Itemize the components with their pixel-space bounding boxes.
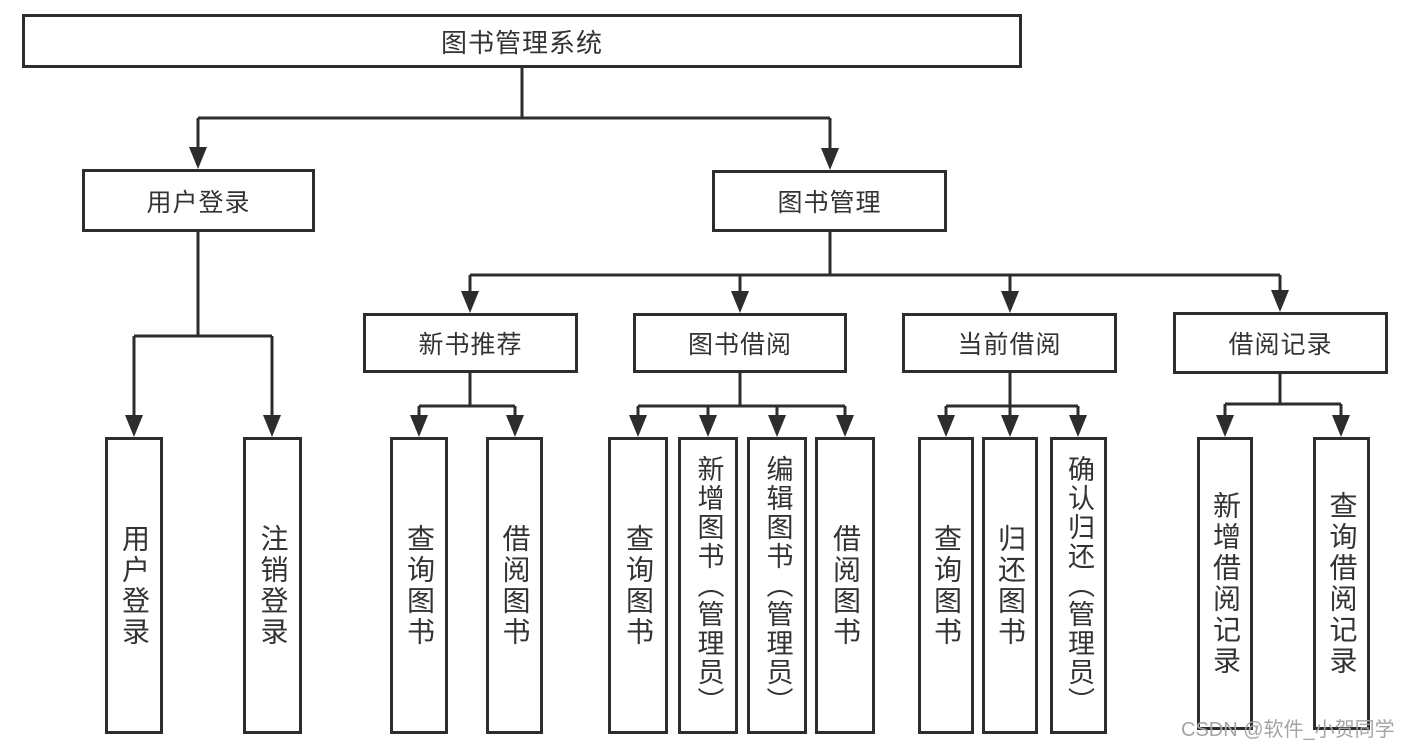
leaf-logout: 注销登录 <box>243 437 302 734</box>
leaf-borrow-books-recommend-label: 借阅图书 <box>499 523 531 648</box>
leaf-borrow-books: 借阅图书 <box>815 437 875 734</box>
leaf-query-books-current-label: 查询图书 <box>931 523 962 648</box>
csdn-watermark: CSDN @软件_小贺同学 <box>1181 719 1395 741</box>
leaf-return-books: 归还图书 <box>982 437 1038 734</box>
node-library-management-system: 图书管理系统 <box>22 14 1022 68</box>
leaf-add-borrow-record-label: 新增借阅记录 <box>1210 490 1241 677</box>
leaf-query-books-current: 查询图书 <box>918 437 974 734</box>
leaf-edit-books-admin-label: 编辑图书（管理员） <box>762 455 793 716</box>
leaf-logout-label: 注销登录 <box>257 523 289 648</box>
leaf-borrow-books-recommend: 借阅图书 <box>486 437 543 734</box>
leaf-user-login: 用户登录 <box>105 437 163 734</box>
leaf-query-books-recommend-label: 查询图书 <box>404 523 435 648</box>
leaf-borrow-books-label: 借阅图书 <box>830 523 861 648</box>
leaf-query-books-recommend: 查询图书 <box>390 437 448 734</box>
leaf-user-login-label: 用户登录 <box>119 523 150 648</box>
node-new-book-recommend: 新书推荐 <box>363 313 578 373</box>
leaf-query-borrow-record: 查询借阅记录 <box>1313 437 1370 730</box>
leaf-add-books-admin-label: 新增图书（管理员） <box>693 455 724 716</box>
node-current-borrow: 当前借阅 <box>902 313 1117 373</box>
leaf-confirm-return-admin-label: 确认归还（管理员） <box>1064 455 1094 716</box>
leaf-add-borrow-record: 新增借阅记录 <box>1197 437 1253 730</box>
node-book-management: 图书管理 <box>712 170 947 232</box>
node-borrow-records: 借阅记录 <box>1173 312 1388 374</box>
leaf-query-borrow-record-label: 查询借阅记录 <box>1326 490 1358 677</box>
leaf-return-books-label: 归还图书 <box>995 523 1026 648</box>
leaf-query-books-borrow: 查询图书 <box>608 437 668 734</box>
node-book-borrow: 图书借阅 <box>633 313 847 373</box>
leaf-query-books-borrow-label: 查询图书 <box>623 523 654 648</box>
leaf-confirm-return-admin: 确认归还（管理员） <box>1050 437 1107 734</box>
node-user-login: 用户登录 <box>82 169 315 232</box>
leaf-edit-books-admin: 编辑图书（管理员） <box>747 437 807 734</box>
connector-arrowheads <box>125 147 1350 437</box>
connector-segments <box>132 68 1343 419</box>
leaf-add-books-admin: 新增图书（管理员） <box>678 437 738 734</box>
